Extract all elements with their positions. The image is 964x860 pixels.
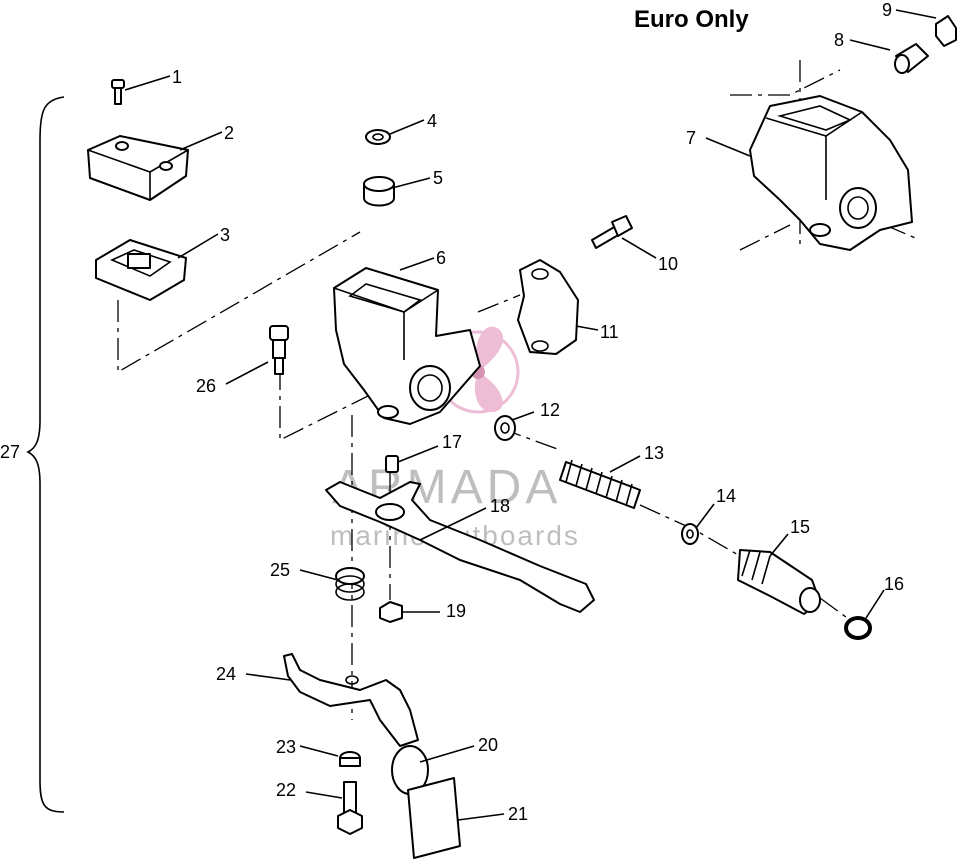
callout-18: 18	[490, 496, 510, 516]
part-8-fitting	[894, 43, 929, 74]
part-19-nut	[379, 601, 403, 623]
part-25-spring	[335, 567, 365, 601]
callout-27: 27	[0, 442, 20, 462]
callout-5: 5	[433, 168, 443, 188]
callout-8: 8	[834, 30, 844, 50]
callout-10: 10	[658, 254, 678, 274]
part-6-master-cylinder	[333, 267, 481, 425]
part-17-pin	[385, 455, 399, 473]
callout-6: 6	[436, 248, 446, 268]
part-14-washer	[681, 523, 699, 545]
part-4-washer	[365, 129, 391, 145]
part-12-washer	[494, 415, 516, 441]
callout-20: 20	[478, 735, 498, 755]
part-24-bracket	[283, 653, 419, 747]
callout-11: 11	[600, 322, 619, 342]
part-23-washer	[339, 751, 361, 767]
part-13-spring	[559, 459, 641, 509]
part-22-bolt	[337, 781, 363, 835]
part-5-bushing	[363, 176, 395, 207]
part-21-tag	[407, 777, 461, 859]
part-15-piston	[737, 549, 821, 615]
callout-23: 23	[276, 737, 296, 757]
part-2-cover	[87, 135, 189, 201]
callout-19: 19	[446, 601, 466, 621]
callout-14: 14	[716, 486, 736, 506]
part-11-clamp	[517, 259, 579, 355]
callout-15: 15	[790, 517, 810, 537]
callout-12: 12	[540, 400, 560, 420]
callout-2: 2	[224, 123, 234, 143]
callout-9: 9	[882, 0, 892, 20]
part-26-bolt	[269, 325, 289, 375]
callout-26: 26	[196, 376, 216, 396]
part-1-screw	[111, 79, 125, 105]
callout-16: 16	[884, 574, 904, 594]
callout-3: 3	[220, 225, 230, 245]
part-7-euro-cylinder	[749, 95, 913, 251]
part-16-oring	[844, 616, 872, 640]
part-9-cap	[935, 15, 957, 47]
leader-lines	[124, 9, 937, 821]
callout-1: 1	[172, 67, 182, 87]
callout-labels: 1 2 3 4 5 6 7 8 9 10 11 12 13 14 15 16 1…	[0, 0, 904, 824]
callout-22: 22	[276, 780, 296, 800]
callout-21: 21	[508, 804, 528, 824]
callout-13: 13	[644, 443, 664, 463]
diagram-title: Euro Only	[634, 6, 749, 33]
callout-4: 4	[427, 111, 437, 131]
callout-25: 25	[270, 560, 290, 580]
callout-17: 17	[442, 432, 462, 452]
part-10-bolt	[591, 215, 633, 249]
callout-7: 7	[686, 128, 696, 148]
callout-24: 24	[216, 664, 236, 684]
part-3-diaphragm	[95, 239, 187, 301]
assembly-brace	[26, 96, 65, 813]
